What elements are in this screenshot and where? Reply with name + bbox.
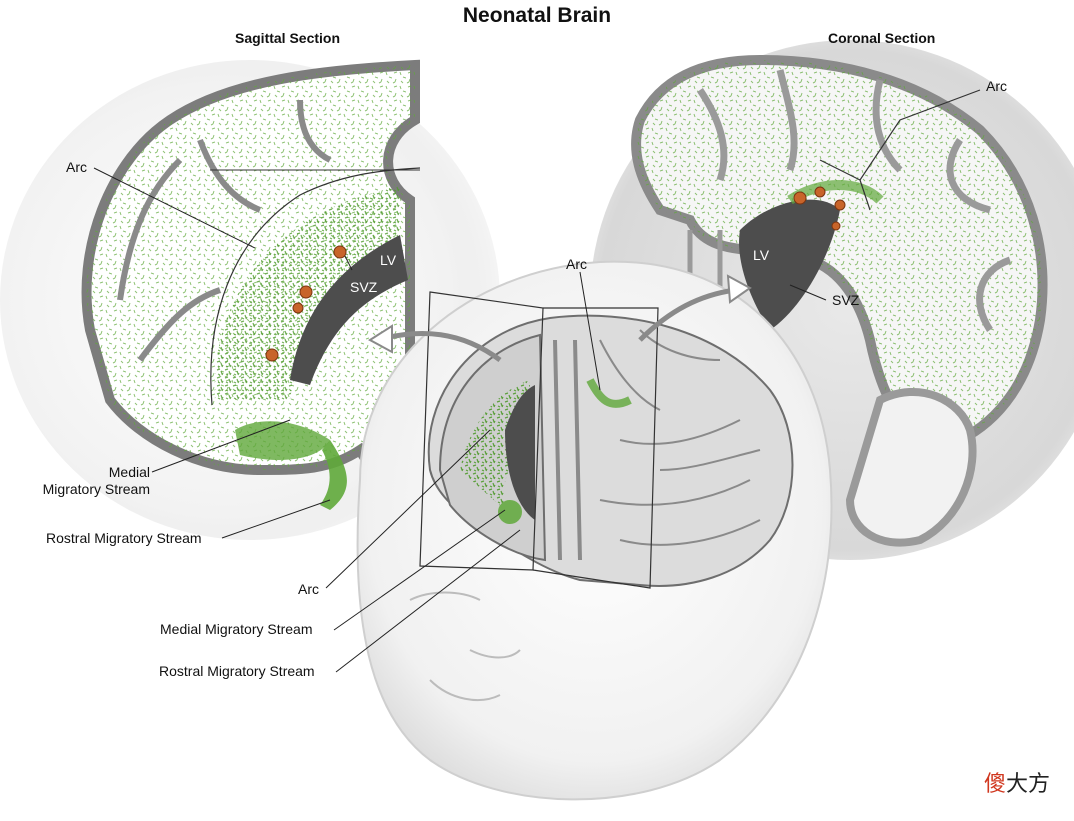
arrow-to-sagittal-head [368,324,393,354]
sagittal-rostral-stream-label: Rostral Migratory Stream [46,530,202,546]
leader-lines [93,167,827,673]
cut-plane-coronal [532,307,659,589]
coronal-lv-label: LV [753,247,770,263]
arrow-to-coronal-head [726,274,752,304]
center-rostral-stream-label: Rostral Migratory Stream [159,663,315,679]
coronal-heading: Coronal Section [828,30,936,46]
sagittal-lv-label: LV [380,252,397,268]
sagittal-medial-stream-label: Medial Migratory Stream [42,464,150,497]
watermark-mark: 傻 [984,772,1007,797]
sagittal-rostral-stream [320,440,347,510]
sagittal-svz-label: SVZ [350,279,378,295]
watermark: 傻大方 [984,766,1050,798]
sagittal-medial-stream [235,421,330,460]
coronal-svz-label: SVZ [832,292,860,308]
figure-title: Neonatal Brain [462,4,612,27]
coronal-lateral-ventricle [739,199,840,330]
infant-head-figure [356,260,833,801]
sagittal-heading: Sagittal Section [235,30,341,46]
arrow-to-sagittal [384,330,502,363]
center-arc-label: Arc [298,581,319,597]
sagittal-lateral-ventricle [290,235,408,385]
center-medial-stream-label: Medial Migratory Stream [160,621,313,637]
sagittal-arc-label: Arc [66,159,87,175]
center-arc-top-label: Arc [566,256,587,272]
watermark-text: 大方 [1006,772,1051,797]
arrow-to-coronal [638,287,736,342]
coronal-arc-label: Arc [986,78,1007,94]
sagittal-section-figure [0,59,500,540]
